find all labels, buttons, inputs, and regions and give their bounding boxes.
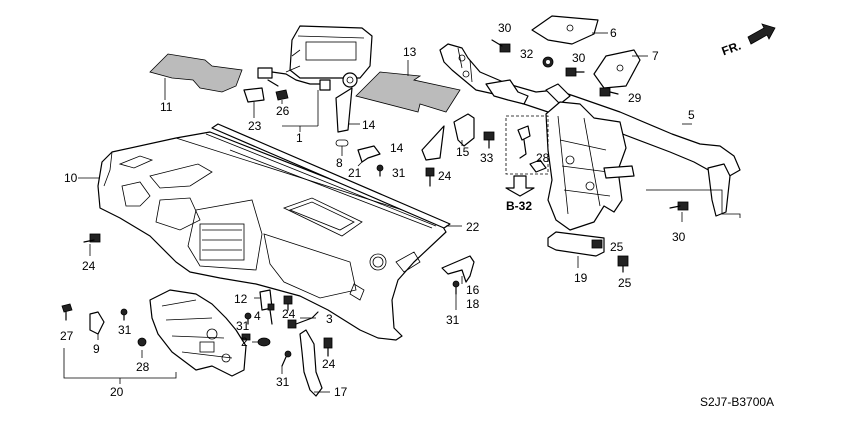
callout-28-left: 28 <box>136 360 150 374</box>
callout-20: 20 <box>110 385 124 399</box>
part-24-bolt-mid <box>425 167 435 187</box>
callout-29: 29 <box>628 91 642 105</box>
callout-21: 21 <box>348 166 362 180</box>
callout-13: 13 <box>403 45 417 59</box>
part-30-bolt-top-mid <box>565 67 585 77</box>
diagram-code: S2J7-B3700A <box>700 395 774 409</box>
callout-17: 17 <box>334 385 348 399</box>
callout-5: 5 <box>688 108 695 122</box>
callout-31-center: 31 <box>236 319 250 333</box>
knee-bolster-bracket <box>149 289 247 377</box>
part-23-bracket <box>243 87 265 118</box>
part-32-nut <box>542 56 554 68</box>
part-11-insulator-pad <box>149 53 243 100</box>
part-24-bolt-left <box>83 233 101 256</box>
part-31-screw-mid <box>376 164 384 177</box>
part-7-bracket <box>593 49 648 89</box>
callout-28-ref: 28 <box>536 151 550 165</box>
callout-25-lower: 25 <box>618 276 632 290</box>
callout-26: 26 <box>276 104 290 118</box>
part-24-bolt-lower <box>323 337 333 357</box>
callout-23: 23 <box>248 119 262 133</box>
callout-32: 32 <box>520 47 534 61</box>
callout-14-lower: 14 <box>390 141 404 155</box>
part-8-clip <box>335 139 349 156</box>
part-31-screw-lower <box>281 350 292 374</box>
part-14-upper-spacer <box>335 87 360 133</box>
callout-31-lower: 31 <box>276 375 290 389</box>
callout-16: 16 <box>466 283 480 297</box>
part-30-bolt-lower-right <box>669 201 689 222</box>
callout-10: 10 <box>64 171 78 185</box>
part-13-pad <box>355 60 461 113</box>
front-direction-label: FR. <box>720 39 743 59</box>
part-29-bolt <box>599 87 619 97</box>
callout-30-lower-right: 30 <box>672 230 686 244</box>
callout-9: 9 <box>93 342 100 356</box>
part-28-clip-left <box>137 337 147 358</box>
callout-1: 1 <box>296 131 303 145</box>
front-direction-indicator: FR. <box>720 23 776 59</box>
callout-14-upper: 14 <box>362 118 376 132</box>
callout-27: 27 <box>60 329 74 343</box>
callout-31-left: 31 <box>118 323 132 337</box>
part-10-instrument-panel <box>78 131 447 341</box>
callout-19: 19 <box>574 271 588 285</box>
callout-7: 7 <box>652 49 659 63</box>
part-17-bracket <box>299 329 330 397</box>
callout-24-center: 24 <box>282 307 296 321</box>
callout-labels: 11 23 26 1 14 13 8 21 31 24 14 10 22 30 … <box>60 21 695 399</box>
part-30-bolt-center <box>241 333 251 341</box>
part-30-bolt-top-left <box>491 39 511 53</box>
part-25-bolt-upper <box>591 239 603 249</box>
part-27-clip <box>61 303 73 321</box>
callout-3: 3 <box>326 312 333 326</box>
callout-31-mid: 31 <box>392 166 406 180</box>
passenger-airbag-module <box>285 25 373 88</box>
airbag-harness <box>257 67 331 91</box>
callout-22: 22 <box>466 220 480 234</box>
callout-4: 4 <box>254 309 261 323</box>
part-31-screw-left <box>120 308 128 321</box>
part-24-bolt-center <box>283 295 293 311</box>
callout-6: 6 <box>610 26 617 40</box>
callout-2: 2 <box>241 335 248 349</box>
part-31-screw-right <box>452 280 460 310</box>
callout-33: 33 <box>480 151 494 165</box>
reference-detail-box: B-32 <box>505 115 549 213</box>
callout-12: 12 <box>234 292 248 306</box>
part-19-bracket <box>547 231 605 268</box>
part-5-steering-hanger-beam <box>439 43 741 231</box>
part-31-screw-center <box>244 312 252 325</box>
part-6-bracket <box>531 15 608 45</box>
callout-24-left: 24 <box>82 259 96 273</box>
part-21-bracket <box>357 145 381 167</box>
callout-24-mid: 24 <box>438 169 452 183</box>
part-14-lower-spacer <box>421 125 445 161</box>
callout-30-top-left: 30 <box>498 21 512 35</box>
callout-25-upper: 25 <box>610 240 624 254</box>
part-4-pin <box>267 303 275 325</box>
part-3-harness <box>287 311 319 329</box>
part-22-trim-strip <box>211 123 462 229</box>
callout-11: 11 <box>160 100 173 114</box>
callout-24-lower: 24 <box>322 357 336 371</box>
part-9-bracket <box>89 311 105 340</box>
callout-18: 18 <box>466 297 480 311</box>
part-15-bracket <box>453 113 475 147</box>
part-2-ring <box>252 337 271 347</box>
part-26-clip <box>275 89 289 104</box>
callout-8: 8 <box>336 156 343 170</box>
part-33-bolt <box>483 131 495 149</box>
reference-label: B-32 <box>506 199 532 213</box>
callout-31-right: 31 <box>446 313 460 327</box>
callout-15: 15 <box>456 145 470 159</box>
part-25-bolt-lower <box>617 255 629 273</box>
part-16-bracket <box>441 255 475 284</box>
callout-30-top-mid: 30 <box>572 51 586 65</box>
